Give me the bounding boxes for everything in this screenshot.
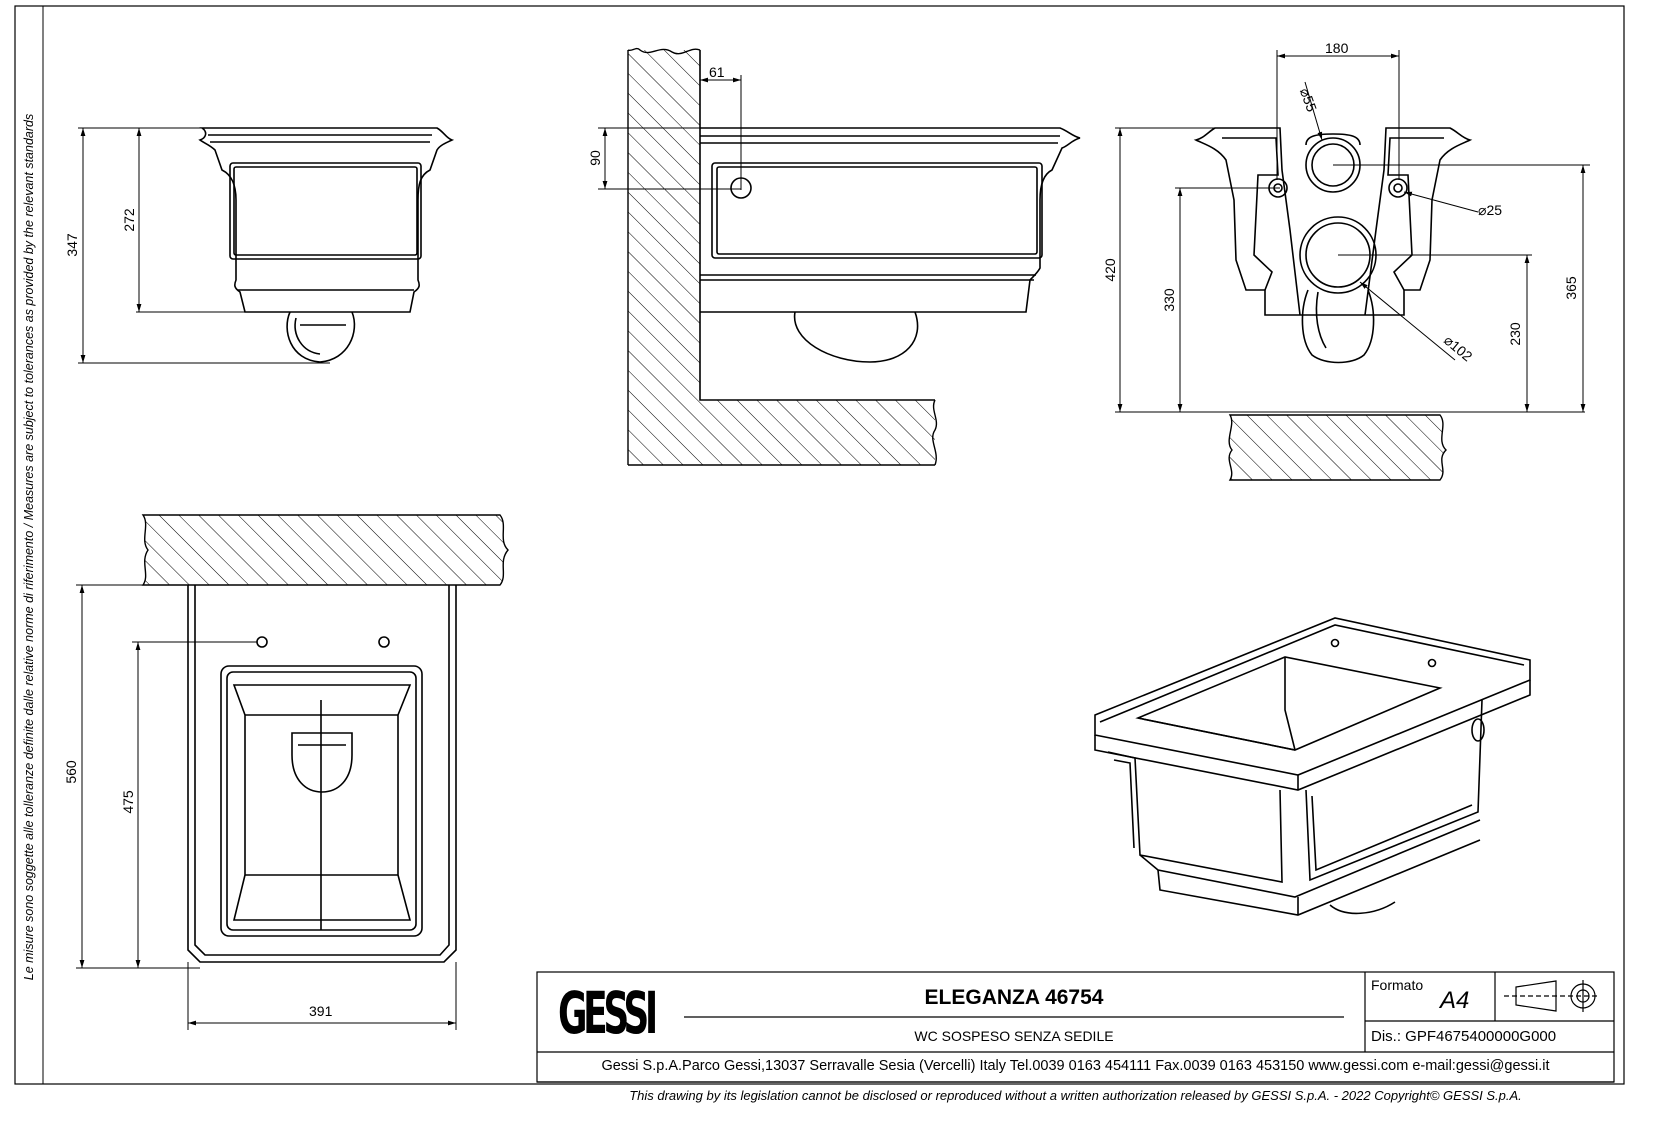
dim-rear-outlet-height: 230 [1507, 322, 1523, 346]
title-block [536, 971, 1615, 1083]
side-dimensions [598, 50, 742, 190]
diameter-icon: ⌀ [1478, 202, 1487, 218]
dim-plan-hole-distance: 475 [120, 790, 136, 814]
outer-frame [14, 5, 1625, 1085]
rear-dimensions [1115, 50, 1590, 413]
front-dimensions [78, 127, 330, 364]
isometric-view [1094, 617, 1531, 916]
dim-side-wall-offset: 61 [709, 64, 725, 80]
plan-view [141, 514, 509, 963]
dim-plan-length: 560 [63, 760, 79, 784]
tolerance-note: Le misure sono soggette alle tolleranze … [22, 113, 36, 981]
dim-rear-inlet-height: 365 [1563, 276, 1579, 300]
drawing-number: Dis.: GPF4675400000G000 [1371, 1028, 1557, 1045]
dim-rear-dia-bolt: ⌀25 [1478, 202, 1502, 219]
company-line: Gessi S.p.A.Parco Gessi,13037 Serravalle… [601, 1058, 1550, 1074]
dim-front-rim-height: 272 [121, 208, 137, 232]
dim-side-hole-height: 90 [587, 150, 603, 166]
product-description: WC SOSPESO SENZA SEDILE [914, 1028, 1114, 1044]
product-name: ELEGANZA 46754 [924, 986, 1104, 1009]
format-value: A4 [1440, 987, 1470, 1014]
plan-dimensions [76, 584, 457, 1030]
dim-rear-bolt-height: 330 [1161, 288, 1177, 312]
format-label: Formato [1371, 977, 1424, 993]
side-view [627, 47, 1081, 466]
copyright-line: This drawing by its legislation cannot b… [629, 1088, 1522, 1103]
dim-plan-width: 391 [309, 1003, 333, 1019]
dim-rear-width: 180 [1325, 40, 1349, 56]
dim-rear-total-height: 420 [1102, 258, 1118, 282]
dia-bolt-value: 25 [1486, 202, 1503, 218]
dim-front-total-height: 347 [64, 233, 80, 257]
projection-symbol [1504, 980, 1600, 1012]
rear-view [1193, 127, 1473, 481]
gessi-logo: GESSI [558, 979, 658, 1047]
front-view [198, 127, 455, 363]
